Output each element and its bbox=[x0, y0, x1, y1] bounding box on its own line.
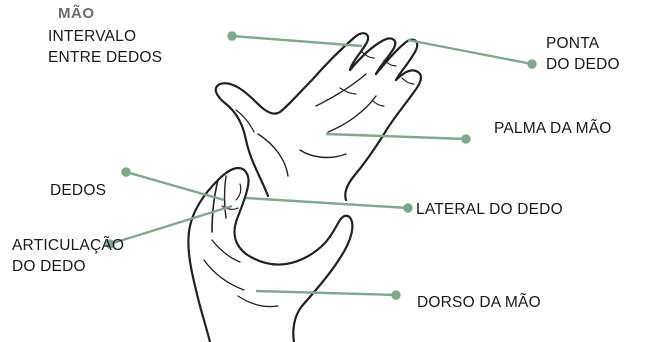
label-palma-da-mao: PALMA DA MÃO bbox=[494, 118, 612, 139]
leader-lateral-dot bbox=[405, 205, 412, 212]
label-lateral-do-dedo: LATERAL DO DEDO bbox=[416, 199, 563, 220]
label-dorso-da-mao: DORSO DA MÃO bbox=[417, 292, 541, 313]
label-dedos: DEDOS bbox=[50, 180, 106, 201]
label-articulacao-do-dedo: ARTICULAÇÃO DO DEDO bbox=[12, 235, 124, 277]
leader-ponta-dot bbox=[529, 61, 536, 68]
leader-dorso-dot bbox=[393, 292, 400, 299]
leader-articulacao bbox=[110, 206, 232, 244]
leader-palma-dot bbox=[463, 136, 470, 143]
diagram-title: MÃO bbox=[58, 5, 95, 22]
label-intervalo-line2: ENTRE DEDOS bbox=[48, 47, 162, 68]
label-ponta-line1: PONTA bbox=[546, 33, 620, 54]
leader-ponta bbox=[408, 40, 532, 64]
leader-lines bbox=[107, 33, 536, 299]
label-intervalo-line1: INTERVALO bbox=[48, 26, 162, 47]
label-ponta-do-dedo: PONTA DO DEDO bbox=[546, 33, 620, 75]
lower-hand-drawing bbox=[188, 168, 352, 342]
leader-intervalo-dot bbox=[229, 33, 236, 40]
leader-lateral bbox=[246, 198, 408, 208]
leader-intervalo bbox=[232, 36, 362, 46]
leader-palma bbox=[326, 134, 466, 139]
label-articulacao-line1: ARTICULAÇÃO bbox=[12, 235, 124, 256]
label-ponta-line2: DO DEDO bbox=[546, 54, 620, 75]
leader-dorso bbox=[256, 291, 396, 295]
leader-dedos bbox=[126, 172, 224, 200]
label-intervalo-entre-dedos: INTERVALO ENTRE DEDOS bbox=[48, 26, 162, 68]
label-articulacao-line2: DO DEDO bbox=[12, 256, 124, 277]
leader-dedos-dot bbox=[123, 169, 130, 176]
